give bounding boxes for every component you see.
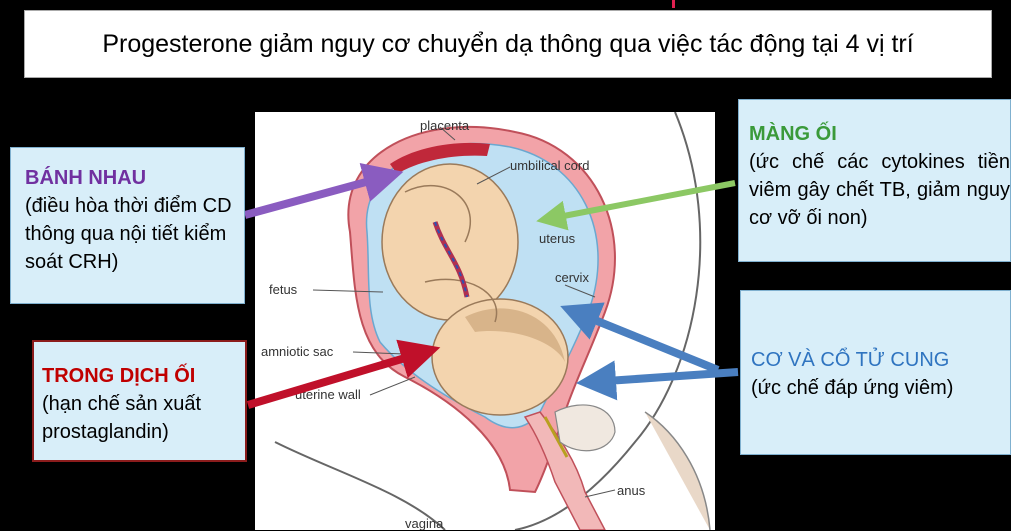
decorative-mark xyxy=(672,0,675,8)
fluid-heading: TRONG DỊCH ỐI xyxy=(42,362,245,390)
amnion-body: (ức chế các cytokines tiền viêm gây chết… xyxy=(749,148,1010,232)
placenta-box: BÁNH NHAU (điều hòa thời điểm CD thông q… xyxy=(10,147,245,304)
label-vagina: vagina xyxy=(405,516,444,530)
amnion-heading: MÀNG ỐI xyxy=(749,120,1010,148)
placenta-body: (điều hòa thời điểm CD thông qua nội tiế… xyxy=(25,192,232,276)
label-amniotic-sac: amniotic sac xyxy=(261,344,334,359)
label-fetus: fetus xyxy=(269,282,298,297)
amniotic-fluid-box: TRONG DỊCH ỐI (hạn chế sản xuất prostagl… xyxy=(32,340,247,462)
pregnancy-cross-section: placenta umbilical cord uterus cervix fe… xyxy=(255,112,715,530)
label-cervix: cervix xyxy=(555,270,589,285)
label-uterus: uterus xyxy=(539,231,576,246)
label-umbilical-cord: umbilical cord xyxy=(510,158,589,173)
title-box: Progesterone giảm nguy cơ chuyển dạ thôn… xyxy=(24,10,992,78)
placenta-heading: BÁNH NHAU xyxy=(25,164,232,192)
cervix-body: (ức chế đáp ứng viêm) xyxy=(751,374,1010,402)
amnion-box: MÀNG ỐI (ức chế các cytokines tiền viêm … xyxy=(738,99,1011,262)
cervix-heading: CƠ VÀ CỔ TỬ CUNG xyxy=(751,346,1010,374)
label-uterine-wall: uterine wall xyxy=(295,387,361,402)
fluid-body: (hạn chế sản xuất prostaglandin) xyxy=(42,390,245,446)
page-title: Progesterone giảm nguy cơ chuyển dạ thôn… xyxy=(102,30,913,59)
cervix-box: CƠ VÀ CỔ TỬ CUNG (ức chế đáp ứng viêm) xyxy=(740,290,1011,455)
label-placenta: placenta xyxy=(420,118,470,133)
pregnancy-illustration: placenta umbilical cord uterus cervix fe… xyxy=(255,112,715,530)
label-anus: anus xyxy=(617,483,646,498)
